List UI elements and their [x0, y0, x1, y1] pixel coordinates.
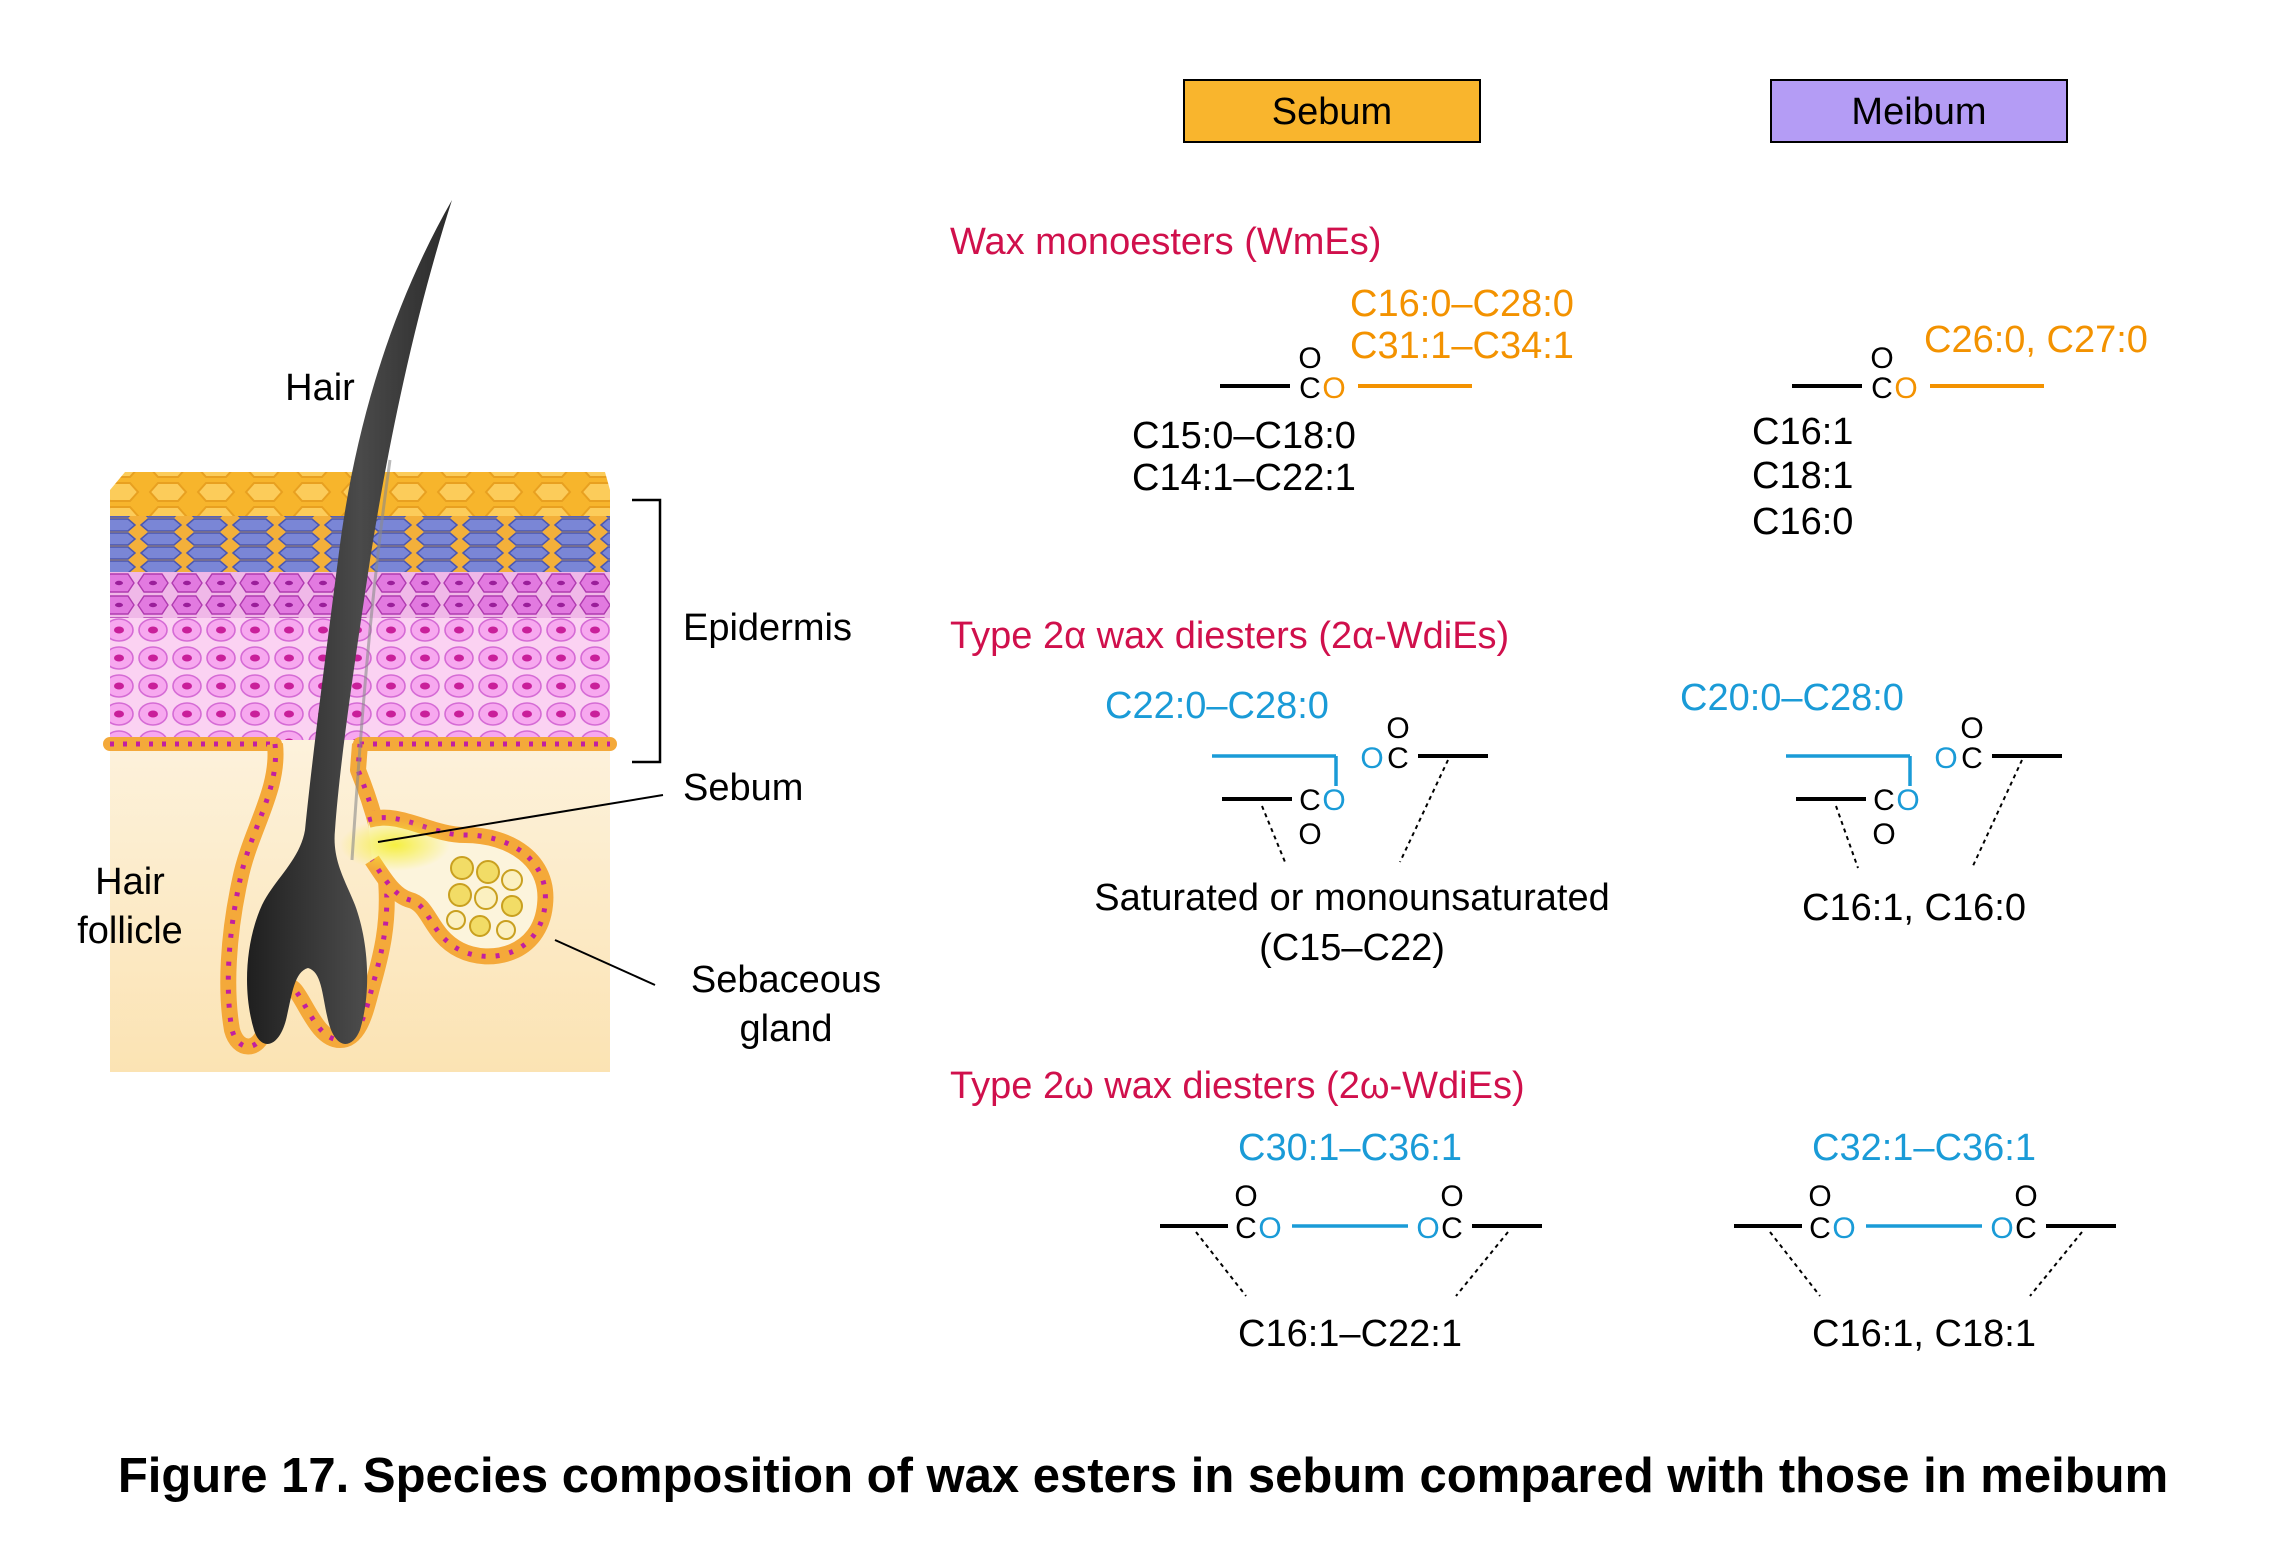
- sebum-label: Sebum: [683, 767, 803, 809]
- epidermis-bracket: [632, 498, 662, 764]
- ester-carbon: C: [1299, 372, 1321, 405]
- sebum-omega-diol: C30:1–C36:1: [1238, 1127, 1462, 1169]
- meibum-header-box: [1770, 79, 2068, 143]
- sebum-header: Sebum: [1272, 91, 1392, 133]
- sebum-wme-alcohol-2: C14:1–C22:1: [1132, 457, 1356, 499]
- anatomy-labels: Hair Epidermis Sebum Hair follicle Sebac…: [77, 367, 881, 1050]
- carbonyl-oxygen: O: [1808, 1180, 1831, 1213]
- meibum-wme-structure: O C O: [1792, 342, 2044, 405]
- wde-omega-title: Type 2ω wax diesters (2ω-WdiEs): [950, 1065, 1525, 1107]
- ester-carbon: C: [1873, 784, 1895, 817]
- wde-alpha-title: Type 2α wax diesters (2α-WdiEs): [950, 615, 1509, 657]
- sebum-wme-alcohol-1: C15:0–C18:0: [1132, 415, 1356, 457]
- ester-oxygen: O: [1934, 742, 1957, 775]
- ester-carbon: C: [2015, 1212, 2037, 1245]
- sebum-omega-acids: C16:1–C22:1: [1238, 1313, 1462, 1355]
- wde-omega-section: Type 2ω wax diesters (2ω-WdiEs) C30:1–C3…: [950, 1065, 2116, 1355]
- carbonyl-oxygen: O: [1872, 818, 1895, 851]
- ester-carbon: C: [1961, 742, 1983, 775]
- ester-oxygen: O: [1322, 372, 1345, 405]
- carbonyl-oxygen: O: [1440, 1180, 1463, 1213]
- sebum-alpha-structure: O C O C O O: [1212, 712, 1488, 863]
- carbonyl-oxygen: O: [1960, 712, 1983, 745]
- hair-shaft: [247, 200, 452, 1044]
- ester-carbon: C: [1809, 1212, 1831, 1245]
- meibum-omega-diol: C32:1–C36:1: [1812, 1127, 2036, 1169]
- sebum-alpha-acids-2: (C15–C22): [1259, 927, 1445, 969]
- ester-oxygen: O: [1322, 784, 1345, 817]
- wme-section: Wax monoesters (WmEs) O C O C16:0–C28:0 …: [950, 221, 2148, 543]
- ester-carbon: C: [1871, 372, 1893, 405]
- meibum-wme-alcohol-1: C16:1: [1752, 411, 1853, 453]
- sebum-wme-structure: O C O: [1220, 342, 1472, 405]
- ester-carbon: C: [1387, 742, 1409, 775]
- sebum-leader-line: [377, 794, 664, 843]
- sebum-header-box: [1183, 79, 1481, 143]
- ester-oxygen: O: [1416, 1212, 1439, 1245]
- sebum-omega-structure: O C O O C O: [1160, 1180, 1542, 1297]
- ester-oxygen: O: [1896, 784, 1919, 817]
- sebum-wme-acid-1: C16:0–C28:0: [1350, 283, 1574, 325]
- sebum-alpha-diol: C22:0–C28:0: [1105, 685, 1329, 727]
- carbonyl-oxygen: O: [2014, 1180, 2037, 1213]
- sebaceous-gland-nuclei: [367, 815, 548, 959]
- column-headers: Sebum Meibum: [1183, 79, 2068, 143]
- meibum-alpha-acids: C16:1, C16:0: [1802, 887, 2026, 929]
- ester-oxygen: O: [1894, 372, 1917, 405]
- sebum-secretion: [340, 819, 450, 871]
- ester-oxygen: O: [1832, 1212, 1855, 1245]
- stratum-basale-cells: [110, 618, 610, 740]
- carbonyl-oxygen: O: [1386, 712, 1409, 745]
- hair-follicle-label-line1: Hair: [95, 861, 165, 903]
- epidermis-label: Epidermis: [683, 607, 852, 649]
- sebaceous-gland-label-line1: Sebaceous: [691, 959, 881, 1001]
- meibum-wme-alcohol-3: C16:0: [1752, 501, 1853, 543]
- hair-follicle-label-line2: follicle: [77, 910, 183, 952]
- ester-carbon: C: [1299, 784, 1321, 817]
- ester-oxygen: O: [1990, 1212, 2013, 1245]
- meibum-header: Meibum: [1851, 91, 1986, 133]
- meibum-omega-structure: O C O O C O: [1734, 1180, 2116, 1297]
- wme-title: Wax monoesters (WmEs): [950, 221, 1381, 263]
- ester-oxygen: O: [1360, 742, 1383, 775]
- figure-caption: Figure 17. Species composition of wax es…: [117, 1449, 2169, 1503]
- ester-carbon: C: [1441, 1212, 1463, 1245]
- sebum-alpha-acids-1: Saturated or monounsaturated: [1094, 877, 1609, 919]
- carbonyl-oxygen: O: [1234, 1180, 1257, 1213]
- sebocytes: [446, 856, 523, 940]
- skin-illustration: [103, 200, 664, 1072]
- carbonyl-oxygen: O: [1298, 342, 1321, 375]
- hair-highlight: [350, 459, 392, 861]
- meibum-wme-acid: C26:0, C27:0: [1924, 319, 2148, 361]
- ester-carbon: C: [1235, 1212, 1257, 1245]
- meibum-alpha-structure: O C O C O O: [1786, 712, 2062, 869]
- carbonyl-oxygen: O: [1298, 818, 1321, 851]
- carbonyl-oxygen: O: [1870, 342, 1893, 375]
- sebum-wme-acid-2: C31:1–C34:1: [1350, 325, 1574, 367]
- hair-label: Hair: [285, 367, 355, 409]
- wde-alpha-section: Type 2α wax diesters (2α-WdiEs) C22:0–C2…: [950, 615, 2062, 969]
- meibum-omega-acids: C16:1, C18:1: [1812, 1313, 2036, 1355]
- ester-oxygen: O: [1258, 1212, 1281, 1245]
- meibum-alpha-diol: C20:0–C28:0: [1680, 677, 1904, 719]
- gland-leader-line: [554, 939, 656, 986]
- meibum-wme-alcohol-2: C18:1: [1752, 455, 1853, 497]
- sebaceous-gland-label-line2: gland: [740, 1008, 833, 1050]
